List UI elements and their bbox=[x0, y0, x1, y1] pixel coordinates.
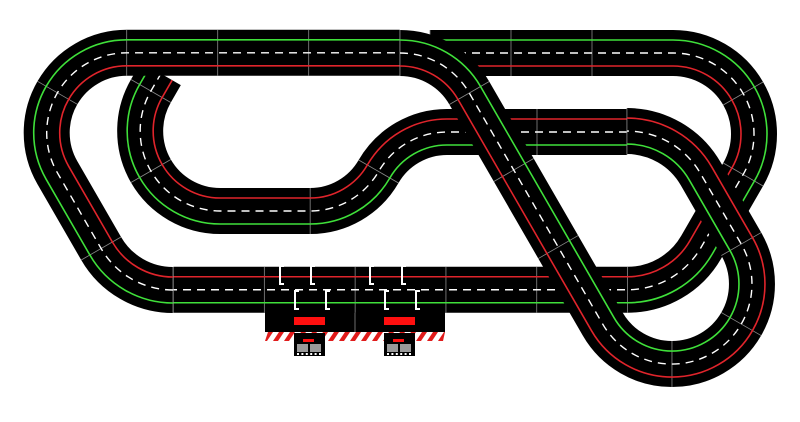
track-piece-joint bbox=[449, 81, 490, 105]
track-section-crossover-and-bottom-loop bbox=[399, 30, 775, 388]
track-piece-joint bbox=[538, 235, 579, 259]
track-piece-joint bbox=[358, 159, 399, 184]
track-surface bbox=[399, 30, 775, 388]
controller-light bbox=[303, 339, 314, 342]
controller-dot bbox=[319, 353, 321, 355]
track-piece-joint bbox=[721, 312, 762, 336]
pit-marker-bar bbox=[294, 317, 325, 325]
controller-light bbox=[393, 339, 404, 342]
controller-dot bbox=[387, 353, 389, 355]
lane-green bbox=[32, 39, 400, 304]
lane-green bbox=[126, 66, 627, 225]
pit-stripe bbox=[427, 332, 438, 341]
controller-dot bbox=[395, 353, 398, 355]
lane-green bbox=[173, 39, 768, 304]
center-dashed-line bbox=[399, 52, 753, 365]
controller-key bbox=[387, 344, 398, 352]
start-grid-bracket bbox=[384, 290, 389, 310]
lane-red bbox=[58, 65, 400, 278]
start-grid-bracket bbox=[279, 265, 284, 285]
controller-dot bbox=[404, 353, 407, 355]
controller-dot bbox=[301, 353, 304, 355]
pit-stripe bbox=[361, 332, 372, 341]
start-grid-bracket bbox=[310, 265, 315, 285]
pit-stripe bbox=[438, 332, 445, 341]
start-grid-markers bbox=[279, 265, 420, 310]
lane-red bbox=[152, 79, 627, 199]
pit-stripe bbox=[350, 332, 361, 341]
lane-red bbox=[173, 65, 742, 278]
track-section-top-right-and-bottom-straight bbox=[173, 30, 777, 313]
controller-key bbox=[310, 344, 321, 352]
start-grid-bracket bbox=[325, 290, 330, 310]
pit-stripe bbox=[284, 332, 295, 341]
start-grid-bracket bbox=[401, 265, 406, 285]
start-grid-bracket bbox=[415, 290, 420, 310]
center-dashed-line bbox=[46, 52, 400, 291]
pit-station-2 bbox=[384, 317, 415, 356]
track-section-left-loop-and-top-straight bbox=[23, 29, 400, 313]
controller-dot bbox=[391, 353, 394, 355]
controller-key bbox=[400, 344, 411, 352]
controller-dot bbox=[400, 353, 403, 355]
start-grid-bracket bbox=[369, 265, 374, 285]
pit-marker-bar bbox=[384, 317, 415, 325]
pit-stripe bbox=[265, 332, 273, 341]
track-piece-joint bbox=[721, 232, 762, 256]
pit-stripe bbox=[273, 332, 284, 341]
center-dashed-line bbox=[173, 52, 755, 291]
controller-dot bbox=[310, 353, 313, 355]
start-grid-bracket bbox=[294, 290, 299, 310]
track-circuit bbox=[23, 29, 777, 388]
lane-red bbox=[399, 65, 766, 378]
controller-key bbox=[297, 344, 308, 352]
center-dashed-line bbox=[139, 73, 627, 212]
track-surface bbox=[117, 62, 627, 234]
pit-stripe bbox=[328, 332, 339, 341]
pit-stripe bbox=[372, 332, 383, 341]
pit-stripe bbox=[339, 332, 350, 341]
controller-dot bbox=[297, 353, 299, 355]
pit-stripe bbox=[416, 332, 427, 341]
lane-green bbox=[399, 39, 740, 352]
track-surface bbox=[23, 29, 400, 313]
pit-station-1 bbox=[294, 317, 325, 356]
controller-dot bbox=[314, 353, 317, 355]
controller-dot bbox=[305, 353, 308, 355]
controller-dot bbox=[409, 353, 411, 355]
